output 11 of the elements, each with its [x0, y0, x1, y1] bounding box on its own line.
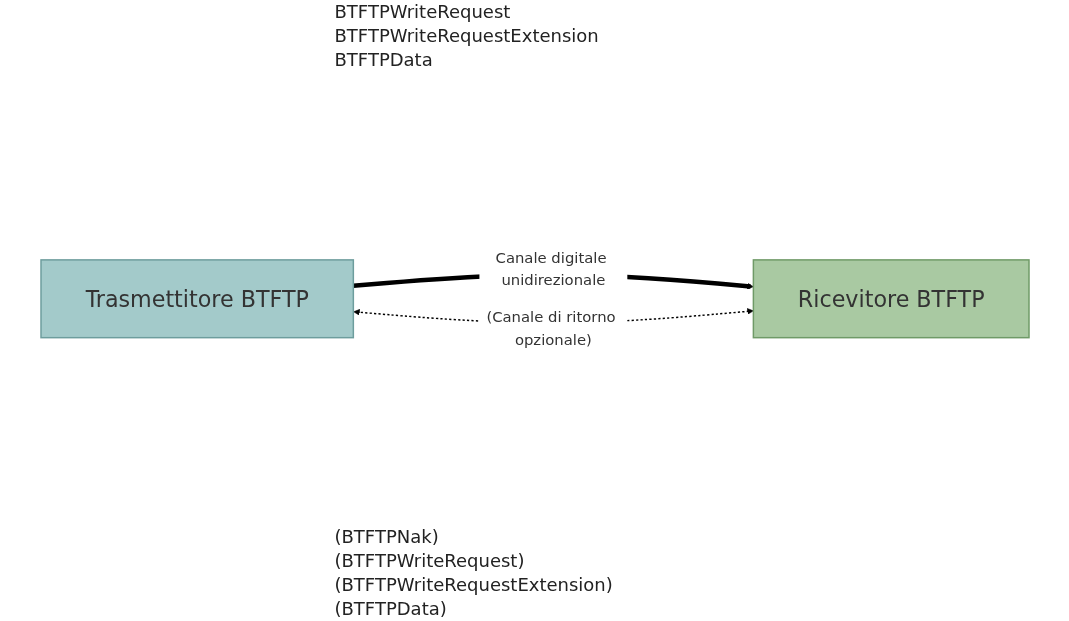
message-name: BTFTPWriteRequest — [334, 0, 512, 24]
node-box: Trasmettitore BTFTP — [39, 258, 354, 339]
message-name: (BTFTPData) — [334, 597, 448, 621]
edge-label: (Canale di ritorno opzionale) — [485, 308, 616, 349]
message-name: BTFTPData — [334, 48, 434, 72]
message-name: BTFTPWriteRequestExtension — [334, 24, 600, 48]
edge-label: Canale digitale unidirezionale — [495, 248, 607, 289]
node-box: Ricevitore BTFTP — [752, 258, 1030, 339]
message-name: (BTFTPWriteRequestExtension) — [334, 573, 614, 597]
message-name: (BTFTPNak) — [334, 525, 440, 549]
message-name: (BTFTPWriteRequest) — [334, 549, 526, 573]
